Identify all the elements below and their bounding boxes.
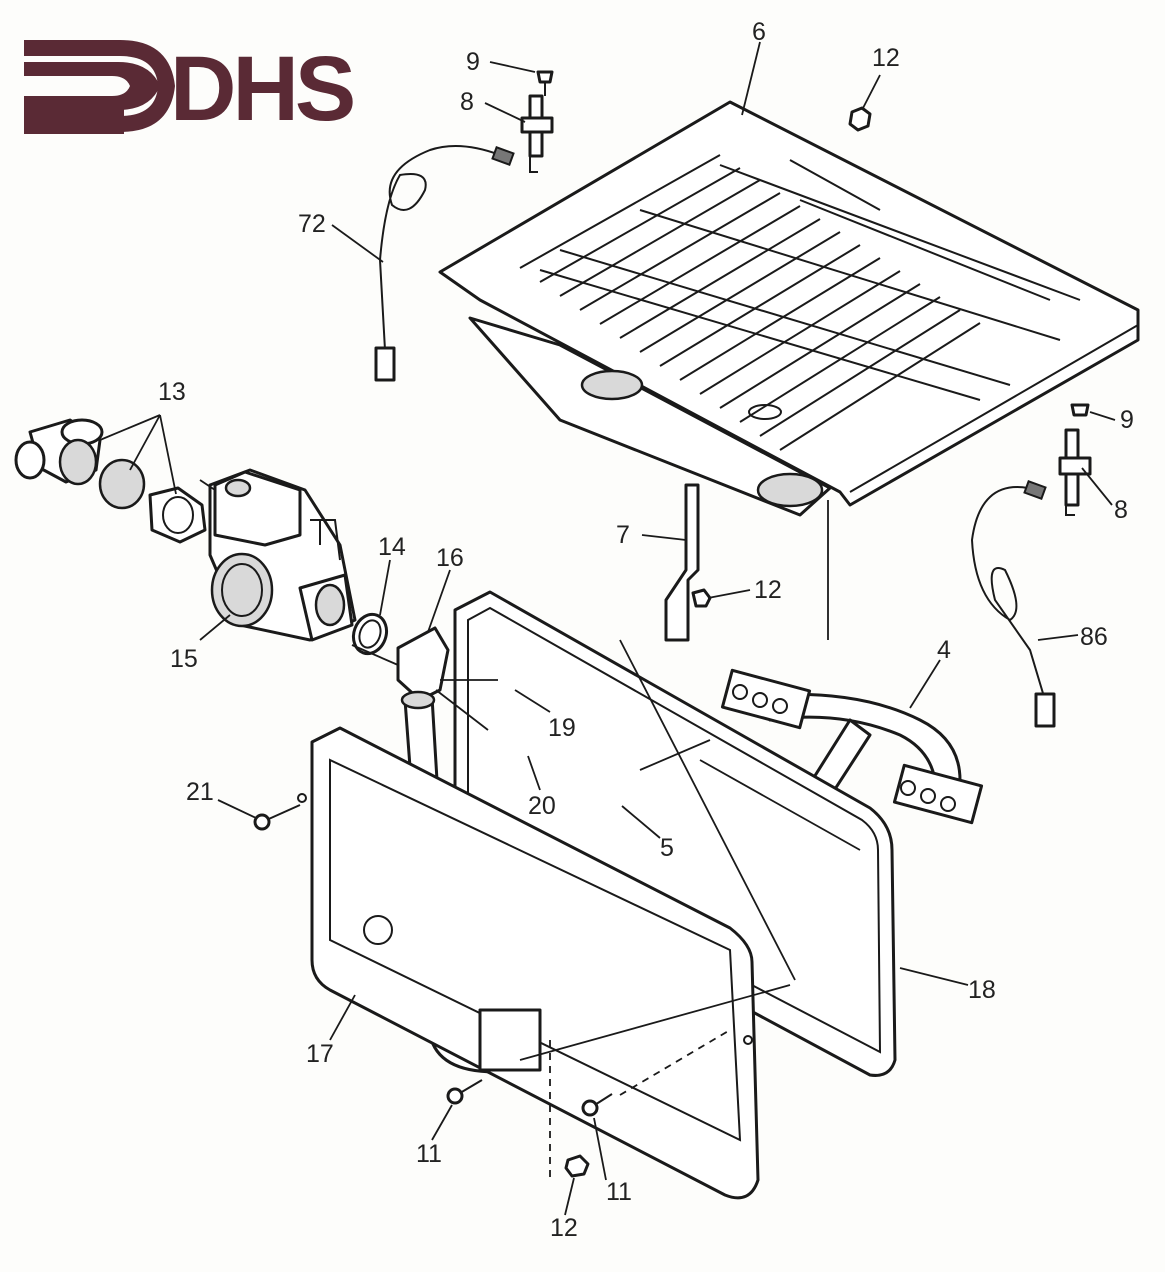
label-part-16: 16	[436, 544, 464, 572]
label-part-6: 6	[752, 18, 766, 46]
label-part-72: 72	[298, 210, 326, 238]
label-part-9-left: 9	[466, 48, 480, 76]
label-part-15: 15	[170, 645, 198, 673]
label-part-11-right: 11	[606, 1178, 632, 1206]
leader-lines	[99, 41, 1116, 1216]
nut-12-bottom	[564, 1154, 590, 1178]
o-ring	[351, 612, 389, 656]
label-part-12-mid: 12	[754, 576, 782, 604]
label-part-4: 4	[937, 636, 951, 664]
label-part-9-right: 9	[1120, 406, 1134, 434]
logo-text: DHS	[170, 38, 353, 140]
label-part-13: 13	[158, 378, 186, 406]
screw-21	[253, 804, 301, 831]
label-part-11-left: 11	[416, 1140, 442, 1168]
ignition-lead-72	[374, 145, 515, 382]
gas-valve	[208, 468, 357, 642]
label-part-20: 20	[528, 792, 556, 820]
label-part-8-left: 8	[460, 88, 474, 116]
bracket-7	[664, 483, 712, 642]
dhs-logo: DHS	[24, 38, 357, 140]
label-part-12-top: 12	[872, 44, 900, 72]
screw-11-left	[446, 1079, 483, 1105]
label-part-8-right: 8	[1114, 496, 1128, 524]
screw-11-right	[581, 1093, 613, 1117]
burner-assembly	[438, 100, 1140, 517]
assembly-guide-lines	[199, 479, 861, 1180]
burner-blades	[519, 154, 1081, 451]
part-labels: 6 12 9 8 72 13 9 8 86 7 12 14 16 15 4 19…	[158, 18, 1134, 1242]
label-part-7: 7	[616, 521, 630, 549]
label-part-14: 14	[378, 533, 406, 561]
inlet-fittings	[14, 418, 207, 544]
electrode-right	[1058, 403, 1092, 516]
electrode-left	[520, 70, 554, 173]
arrow-right-icon	[24, 40, 175, 134]
label-part-19: 19	[548, 714, 576, 742]
label-part-5: 5	[660, 834, 674, 862]
label-part-21: 21	[186, 778, 214, 806]
nut-12-top	[848, 106, 872, 132]
label-part-12-bottom: 12	[550, 1214, 578, 1242]
label-part-17: 17	[306, 1040, 334, 1068]
label-part-18: 18	[968, 976, 996, 1004]
ignition-lead-86	[970, 480, 1056, 728]
label-part-86: 86	[1080, 623, 1108, 651]
